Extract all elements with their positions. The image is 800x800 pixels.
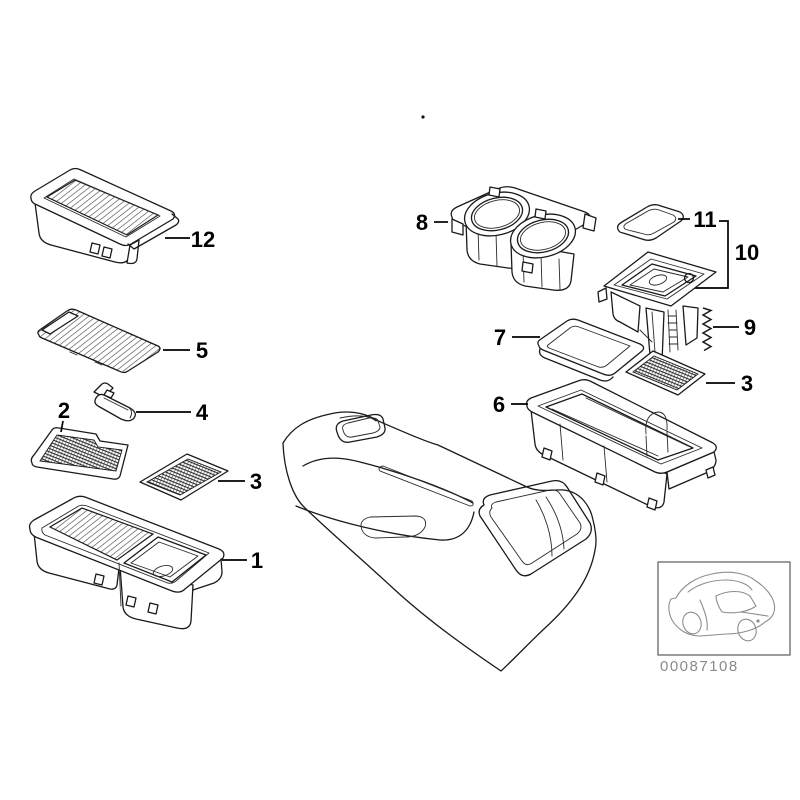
callout-label-10: 10 — [735, 240, 759, 265]
callout-label-5: 5 — [196, 338, 208, 363]
drawing-number: 00087108 — [660, 658, 739, 675]
callout-label-6: 6 — [493, 392, 505, 417]
part-4-damper-drawing — [93, 382, 136, 422]
part-6-storage-tray-drawing — [525, 379, 717, 511]
callout-label-4: 4 — [196, 400, 209, 425]
callout-label-9: 9 — [744, 315, 756, 340]
part-10-insert-box-drawing — [597, 251, 717, 363]
callout-label-3-right: 3 — [741, 371, 753, 396]
callout-line-2 — [60, 420, 64, 433]
part-5-roller-shutter-drawing — [37, 308, 161, 374]
part-12-storage-box-drawing — [30, 167, 180, 265]
part-9-spring-drawing — [701, 307, 713, 352]
callout-label-2: 2 — [58, 398, 70, 423]
car-icon — [668, 571, 776, 642]
callout-label-8: 8 — [416, 210, 428, 235]
callout-label-1: 1 — [251, 548, 263, 573]
callout-label-3-left: 3 — [250, 469, 262, 494]
callout-label-11: 11 — [693, 207, 716, 232]
vehicle-thumbnail: 00087108 — [657, 561, 791, 675]
part-8-cup-holder-drawing — [450, 186, 597, 291]
center-console-drawing — [282, 411, 597, 672]
part-2-rubber-mat-drawing — [30, 427, 129, 480]
part-11-cover-drawing — [616, 204, 684, 241]
part-3-right-rubber-mat-drawing — [625, 350, 706, 396]
callout-bracket-10 — [682, 220, 729, 289]
callout-label-7: 7 — [494, 325, 506, 350]
stray-dot — [421, 115, 425, 119]
part-1-storing-partition-drawing — [28, 495, 225, 630]
callout-label-12: 12 — [191, 227, 215, 252]
vehicle-thumbnail-frame — [657, 561, 791, 656]
part-3-left-rubber-mat-drawing — [139, 453, 229, 501]
part-7-flat-tray-drawing — [537, 318, 645, 382]
